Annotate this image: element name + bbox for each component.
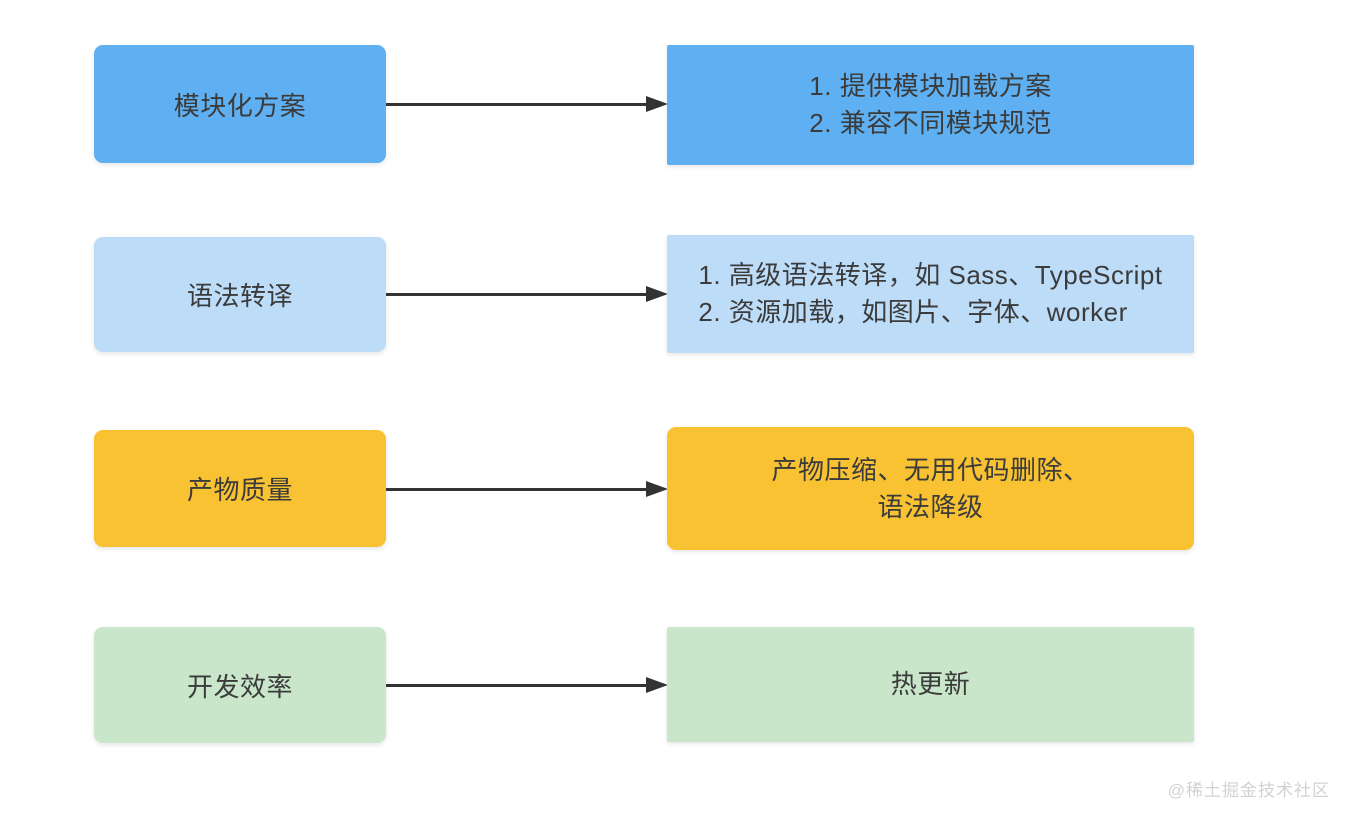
source-label: 开发效率 xyxy=(186,671,293,702)
target-text: 热更新 xyxy=(891,666,971,703)
source-box-output-quality: 产物质量 xyxy=(94,430,386,547)
target-line: 语法降级 xyxy=(877,491,984,522)
target-line: 热更新 xyxy=(890,669,971,699)
arrow-right-icon xyxy=(386,286,668,302)
arrow-shaft xyxy=(386,102,652,106)
source-label: 语法转译 xyxy=(186,281,293,311)
target-line: 1. 高级语法转译，如 Sass、TypeScript xyxy=(698,260,1163,290)
source-box-modularization: 模块化方案 xyxy=(94,45,386,163)
watermark: @稀土掘金技术社区 xyxy=(1167,781,1330,800)
source-box-transpile: 语法转译 xyxy=(94,237,386,352)
target-box-transpile-detail: 1. 高级语法转译，如 Sass、TypeScript 2. 资源加载，如图片、… xyxy=(667,235,1194,353)
target-box-output-quality-detail: 产物压缩、无用代码删除、 语法降级 xyxy=(667,427,1194,550)
arrow-shaft xyxy=(386,487,652,491)
arrow-head xyxy=(646,96,668,112)
target-line: 2. 资源加载，如图片、字体、worker xyxy=(698,297,1128,327)
target-line: 2. 兼容不同模块规范 xyxy=(809,108,1052,138)
arrow-shaft xyxy=(386,683,652,687)
target-text: 产物压缩、无用代码删除、 语法降级 xyxy=(771,452,1089,526)
target-box-modularization-detail: 1. 提供模块加载方案 2. 兼容不同模块规范 xyxy=(667,45,1194,165)
source-label: 产物质量 xyxy=(186,475,293,505)
arrow-head xyxy=(646,677,668,693)
arrow-right-icon xyxy=(386,677,668,693)
arrow-shaft xyxy=(386,292,652,296)
arrow-head xyxy=(646,286,668,302)
arrow-right-icon xyxy=(386,481,668,497)
target-text: 1. 提供模块加载方案 2. 兼容不同模块规范 xyxy=(809,68,1051,142)
arrow-right-icon xyxy=(386,96,668,112)
target-text: 1. 高级语法转译，如 Sass、TypeScript 2. 资源加载，如图片、… xyxy=(698,257,1162,331)
target-line: 产物压缩、无用代码删除、 xyxy=(771,454,1090,485)
target-box-dev-efficiency-detail: 热更新 xyxy=(667,627,1194,742)
source-box-dev-efficiency: 开发效率 xyxy=(94,627,386,743)
arrow-head xyxy=(646,481,668,497)
target-line: 1. 提供模块加载方案 xyxy=(809,71,1052,101)
source-label: 模块化方案 xyxy=(173,90,307,121)
